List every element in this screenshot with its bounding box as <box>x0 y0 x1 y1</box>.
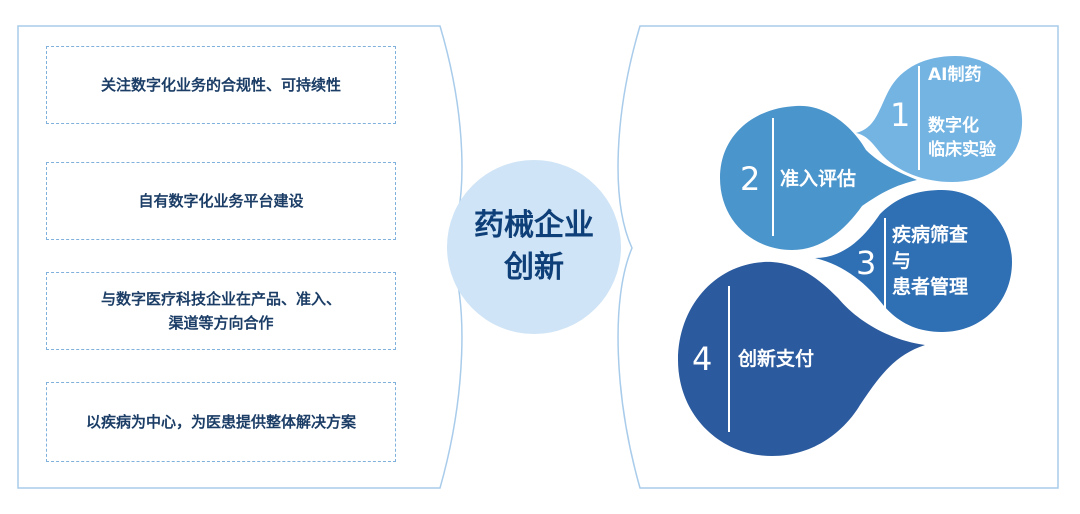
drop-2-shape <box>720 105 917 251</box>
drop-4-number: 4 <box>692 340 713 378</box>
left-item-text: 与数字医疗科技企业在产品、准入、 渠道等方向合作 <box>100 290 341 332</box>
drop-2-number: 2 <box>740 160 761 198</box>
left-item-platform: 自有数字化业务平台建设 <box>46 162 396 240</box>
drop-1-number: 1 <box>890 96 911 134</box>
drop-1-text: 数字化 临床实验 <box>928 116 996 160</box>
hub-title: 药械企业 创新 <box>474 208 594 285</box>
left-item-text: 自有数字化业务平台建设 <box>138 192 304 210</box>
drop-2-divider <box>772 118 774 236</box>
drop-1-shape <box>856 56 1023 182</box>
drop-3-shape <box>815 190 1012 332</box>
drop-4-text: 创新支付 <box>738 348 815 370</box>
drop-2-text: 准入评估 <box>780 168 857 190</box>
left-item-compliance: 关注数字化业务的合规性、可持续性 <box>46 46 396 124</box>
center-hub: 药械企业 创新 <box>447 160 621 334</box>
drop-3-divider <box>884 218 886 320</box>
drop-4-divider <box>728 286 730 432</box>
left-item-text: 关注数字化业务的合规性、可持续性 <box>100 76 341 94</box>
left-item-solution: 以疾病为中心，为医患提供整体解决方案 <box>46 382 396 462</box>
left-item-cooperation: 与数字医疗科技企业在产品、准入、 渠道等方向合作 <box>46 272 396 350</box>
left-item-text: 以疾病为中心，为医患提供整体解决方案 <box>85 413 356 431</box>
drop-4-shape <box>678 261 925 456</box>
drop-1-divider <box>918 66 920 170</box>
drop-3-text: 疾病筛查 与 患者管理 <box>892 224 969 298</box>
drop-3-number: 3 <box>856 244 877 282</box>
drop-1-title: AI制药 <box>928 65 982 85</box>
